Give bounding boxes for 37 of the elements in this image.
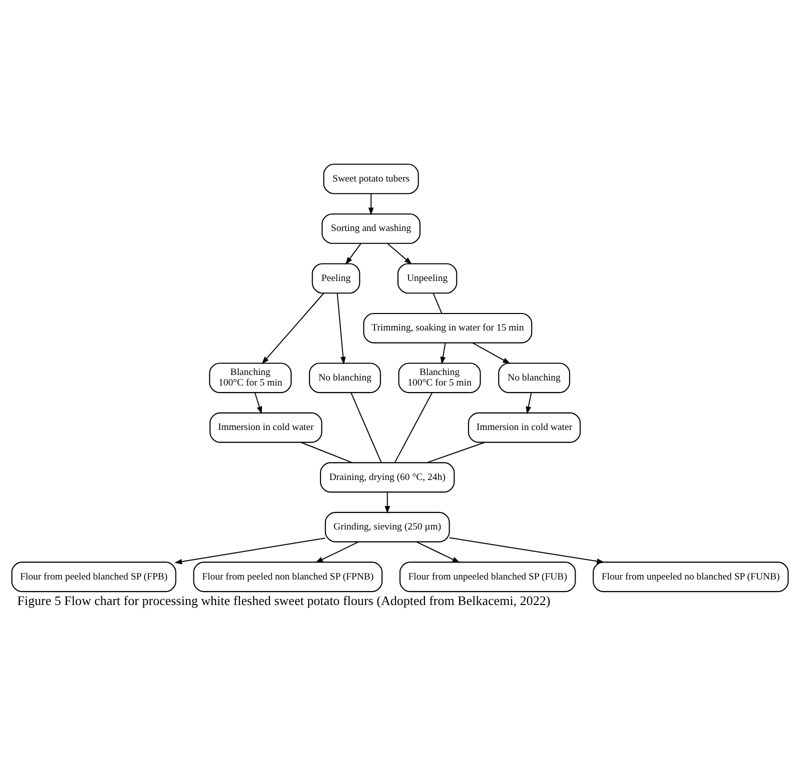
node-box: Flour from unpeeled no blanched SP (FUNB) [592, 562, 789, 592]
node-box: Unpeeling [397, 263, 458, 294]
connector [300, 442, 353, 464]
node-box: Flour from peeled non blanched SP (FPNB) [193, 562, 383, 592]
connector [394, 392, 433, 464]
arrow [386, 242, 412, 265]
node-box: Peeling [312, 263, 360, 294]
node-box: Draining, drying (60 °C, 24h) [320, 462, 455, 493]
arrow [174, 538, 326, 564]
node-box: Flour from unpeeled blanched SP (FUB) [399, 562, 576, 592]
node-box: Sweet potato tubers [323, 164, 419, 194]
node-box: Blanching 100°C for 5 min [398, 362, 481, 394]
arrow [345, 242, 362, 265]
node-box: Sorting and washing [322, 213, 420, 244]
node-box: Immersion in cold water [209, 412, 322, 443]
arrow [526, 392, 532, 414]
arrow [449, 537, 605, 564]
arrow [416, 541, 460, 563]
arrow [440, 342, 446, 364]
arrow [472, 342, 510, 364]
connector [350, 392, 382, 464]
node-box: Blanching 100°C for 5 min [209, 362, 292, 394]
node-box: Grinding, sieving (250 µm) [324, 512, 450, 542]
node-box: Flour from peeled blanched SP (FPB) [11, 562, 176, 592]
arrow [336, 292, 346, 365]
caption: Figure 5 Flow chart for processing white fleshed sweet potato flours (Adopted from Belkacemi, 2022) [17, 593, 550, 608]
arrow [384, 492, 390, 514]
node-box: Trimming, soaking in water for 15 min [363, 312, 532, 344]
connector [432, 292, 442, 314]
arrow [262, 292, 324, 364]
node-box: No blanching [308, 362, 381, 394]
arrow [254, 392, 262, 414]
arrow [368, 193, 374, 216]
node-box: Immersion in cold water [468, 412, 581, 443]
arrow [315, 541, 360, 563]
connector [426, 442, 486, 464]
node-box: No blanching [498, 362, 570, 394]
